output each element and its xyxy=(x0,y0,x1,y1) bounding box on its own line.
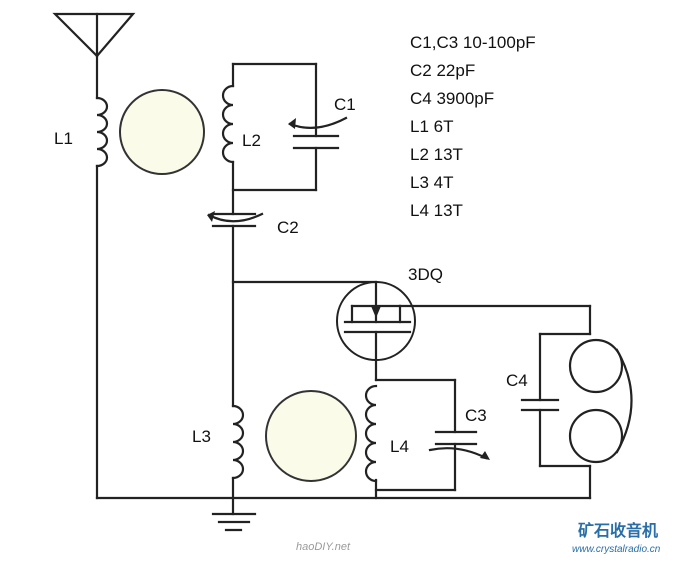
spec-line-2: C2 22pF xyxy=(410,61,475,80)
capacitor-c3 xyxy=(428,430,490,460)
watermark-brand-cn: 矿石收音机 xyxy=(578,521,658,540)
spec-line-4: L1 6T xyxy=(410,117,453,136)
coil-core-top xyxy=(119,89,205,175)
transistor-3dq xyxy=(336,281,592,382)
spec-line-1: C1,C3 10-100pF xyxy=(410,33,536,52)
ground-symbol xyxy=(211,512,257,532)
watermark-brand-url: www.crystalradio.cn xyxy=(572,544,661,555)
antenna-symbol xyxy=(52,12,136,58)
spec-list: C1,C3 10-100pF C2 22pF C4 3900pF L1 6T L… xyxy=(410,33,536,220)
label-c2: C2 xyxy=(277,218,299,237)
label-3dq: 3DQ xyxy=(408,265,443,284)
spec-line-5: L2 13T xyxy=(410,145,463,164)
capacitor-c1 xyxy=(288,116,348,150)
spec-line-3: C4 3900pF xyxy=(410,89,494,108)
capacitor-c4 xyxy=(520,398,560,412)
l4-tank-wires xyxy=(374,378,457,500)
headphones-symbol xyxy=(568,338,633,464)
label-c3: C3 xyxy=(465,406,487,425)
label-c1: C1 xyxy=(334,95,356,114)
label-l3: L3 xyxy=(192,427,211,446)
label-l1: L1 xyxy=(54,129,73,148)
l2-tank-wires xyxy=(231,62,318,216)
inductor-l1 xyxy=(95,96,109,168)
spec-line-7: L4 13T xyxy=(410,201,463,220)
label-l2: L2 xyxy=(242,131,261,150)
spec-line-6: L3 4T xyxy=(410,173,453,192)
label-c4: C4 xyxy=(506,371,528,390)
coil-core-bottom xyxy=(265,390,357,482)
watermark-site: haoDIY.net xyxy=(296,541,351,553)
left-rail-wire xyxy=(95,54,592,500)
inductor-l3 xyxy=(231,404,245,516)
capacitor-c2 xyxy=(207,211,264,228)
gate-wires xyxy=(231,224,378,408)
inductor-l2 xyxy=(221,84,235,164)
label-l4: L4 xyxy=(390,437,409,456)
headphone-c4-wires xyxy=(538,304,592,500)
inductor-l4 xyxy=(364,384,378,483)
